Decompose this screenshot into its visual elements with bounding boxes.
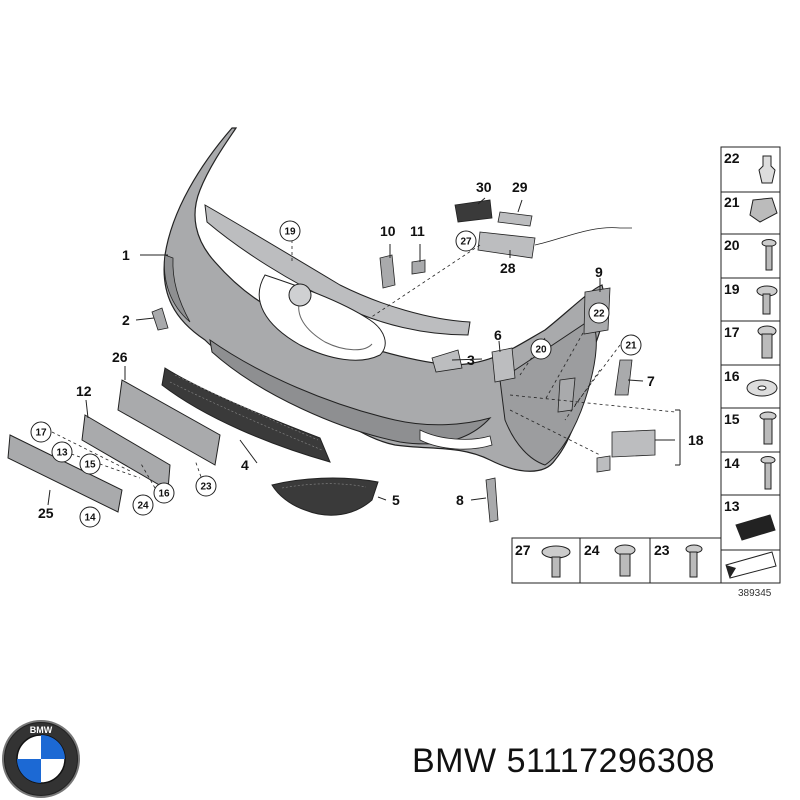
callout-6: 6 <box>494 327 502 343</box>
circled-callout-16: 16 <box>158 489 170 500</box>
table-label-27: 27 <box>515 542 531 558</box>
table-label-16: 16 <box>724 368 740 384</box>
table-label-19: 19 <box>724 281 740 297</box>
brand-name: BMW <box>412 742 497 780</box>
callout-3: 3 <box>467 352 475 368</box>
callout-7: 7 <box>647 373 655 389</box>
table-label-24: 24 <box>584 542 600 558</box>
bmw-logo-letters: BMW <box>30 725 53 735</box>
callout-2: 2 <box>122 312 130 328</box>
table-label-20: 20 <box>724 237 740 253</box>
bmw-logo: BMW <box>2 720 80 798</box>
callout-5: 5 <box>392 492 400 508</box>
callout-25: 25 <box>38 505 54 521</box>
callout-29: 29 <box>512 179 528 195</box>
bracket-strips <box>7 379 221 513</box>
side-grille <box>271 477 379 516</box>
table-label-23: 23 <box>654 542 670 558</box>
callout-1: 1 <box>122 247 130 263</box>
circled-callout-23: 23 <box>200 482 212 493</box>
circled-callout-17: 17 <box>35 428 47 439</box>
callout-11: 11 <box>410 223 425 239</box>
parts-table-right: 22 21 20 19 17 16 15 14 13 <box>720 146 781 551</box>
circled-callout-27: 27 <box>460 237 472 248</box>
callout-10: 10 <box>380 223 396 239</box>
part-number: 51117296308 <box>506 742 716 780</box>
table-label-17: 17 <box>724 324 740 340</box>
callout-9: 9 <box>595 264 603 280</box>
table-label-13: 13 <box>724 498 740 514</box>
circled-callout-24: 24 <box>137 501 149 512</box>
table-label-15: 15 <box>724 411 740 427</box>
circled-callout-20: 20 <box>535 345 547 356</box>
circled-callout-22: 22 <box>593 309 605 320</box>
bumper-cover <box>163 127 605 472</box>
circled-callout-21: 21 <box>625 341 637 352</box>
circled-callouts: 19 27 22 20 21 17 13 15 24 16 23 14 <box>30 220 642 528</box>
table-label-22: 22 <box>724 150 740 166</box>
callout-labels: 1 2 3 4 5 6 7 8 9 10 11 12 18 25 26 28 2… <box>38 179 704 521</box>
callout-26: 26 <box>112 349 128 365</box>
table-label-14: 14 <box>724 455 740 471</box>
drawing-number: 389345 <box>738 588 772 599</box>
parts-table-bottom: 27 24 23 <box>511 537 781 584</box>
callout-8: 8 <box>456 492 464 508</box>
callout-4: 4 <box>241 457 249 473</box>
lower-grille <box>161 367 331 463</box>
callout-30: 30 <box>476 179 492 195</box>
callout-12: 12 <box>76 383 92 399</box>
circled-callout-19a: 19 <box>284 227 296 238</box>
circled-callout-15: 15 <box>84 460 96 471</box>
circled-callout-13: 13 <box>56 448 68 459</box>
callout-18: 18 <box>688 432 704 448</box>
callout-28: 28 <box>500 260 516 276</box>
table-label-21: 21 <box>724 194 740 210</box>
circled-callout-14: 14 <box>84 513 96 524</box>
leader-lines <box>47 197 681 506</box>
